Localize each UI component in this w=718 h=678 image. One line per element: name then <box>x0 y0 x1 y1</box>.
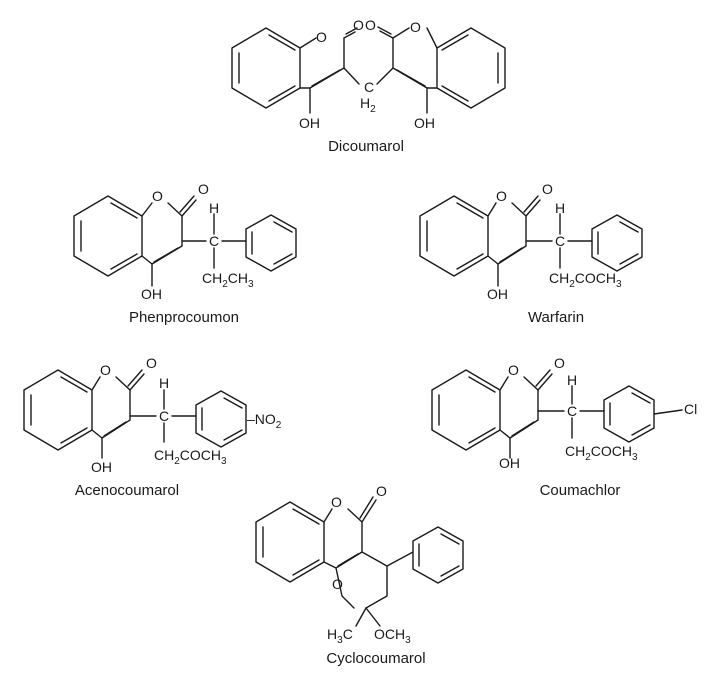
cyclocoumarol-methyl-a: H <box>327 626 337 642</box>
coumachlor-ring-o: O <box>508 362 519 378</box>
coumachlor-cl: Cl <box>684 401 697 417</box>
coumachlor-h: H <box>567 372 577 388</box>
phenprocoumon-c: C <box>209 233 219 249</box>
cyclocoumarol-ring-o: O <box>331 494 342 510</box>
acenocoumarol-side-chain-sub3: 3 <box>221 456 227 467</box>
phenprocoumon-ethyl-b: CH <box>228 270 248 286</box>
compound-name-warfarin: Warfarin <box>528 309 584 326</box>
dicoumarol-bridge-h: H2 <box>360 95 376 115</box>
coumachlor-side-chain-sub3: 3 <box>632 452 638 463</box>
acenocoumarol-nitro-a: NO <box>255 411 276 427</box>
acenocoumarol-side-chain-a: CH <box>154 447 174 463</box>
phenprocoumon-ethyl: CH2CH3 <box>202 270 254 290</box>
coumachlor-c: C <box>567 403 577 419</box>
compound-name-phenprocoumon: Phenprocoumon <box>129 309 239 326</box>
warfarin-side-chain-a: CH <box>549 270 569 286</box>
acenocoumarol-nitro: –NO2 <box>247 411 282 431</box>
cyclocoumarol-carbonyl-o: O <box>376 483 387 499</box>
coumachlor-side-chain: CH2COCH3 <box>565 443 638 463</box>
acenocoumarol-carbonyl-o: O <box>146 355 157 371</box>
acenocoumarol-ring-o: O <box>100 362 111 378</box>
phenprocoumon-h: H <box>209 200 219 216</box>
cyclocoumarol-methoxy-sub3: 3 <box>405 635 411 646</box>
dicoumarol-bridge-h-text: H <box>360 95 370 111</box>
acenocoumarol-nitro-sub2: 2 <box>276 420 282 431</box>
warfarin-carbonyl-o: O <box>542 181 553 197</box>
acenocoumarol-nitro-dash: – <box>247 411 255 427</box>
acenocoumarol-c: C <box>159 408 169 424</box>
acenocoumarol-h: H <box>159 375 169 391</box>
phenprocoumon-oh: OH <box>141 286 162 302</box>
dicoumarol-ring-o-left: O <box>316 29 327 45</box>
compound-name-dicoumarol: Dicoumarol <box>328 138 404 155</box>
dicoumarol-carbonyl-o-right: O <box>365 17 376 33</box>
dicoumarol-bridge-h-sub: 2 <box>370 104 376 115</box>
dicoumarol-oh-left: OH <box>299 115 320 131</box>
warfarin-ring-o: O <box>496 188 507 204</box>
dicoumarol-ring-o-right: O <box>410 19 421 35</box>
cyclocoumarol-pyran-o: O <box>332 576 343 592</box>
phenprocoumon-structure: O O H C CH2CH3 OH Phenprocoumon <box>73 181 297 326</box>
warfarin-side-chain-b: COCH <box>575 270 616 286</box>
cyclocoumarol-methyl: H3C <box>327 626 353 646</box>
acenocoumarol-side-chain-b: COCH <box>180 447 221 463</box>
dicoumarol-bridge-c: C <box>364 79 374 95</box>
cyclocoumarol-methyl-sub3: 3 <box>337 635 343 646</box>
warfarin-side-chain-sub3: 3 <box>616 279 622 290</box>
acenocoumarol-side-chain-sub2: 2 <box>174 456 180 467</box>
coumachlor-carbonyl-o: O <box>554 355 565 371</box>
coumachlor-oh: OH <box>499 455 520 471</box>
phenprocoumon-ethyl-sub3: 3 <box>248 279 254 290</box>
cyclocoumarol-methoxy: OCH3 <box>374 626 411 646</box>
phenprocoumon-ethyl-a: CH <box>202 270 222 286</box>
warfarin-h: H <box>555 200 565 216</box>
coumachlor-side-chain-b: COCH <box>591 443 632 459</box>
acenocoumarol-oh: OH <box>91 459 112 475</box>
warfarin-side-chain-sub2: 2 <box>569 279 575 290</box>
dicoumarol-oh-right: OH <box>414 115 435 131</box>
warfarin-structure: O O H C CH2COCH3 OH Warfarin <box>419 181 643 326</box>
coumachlor-side-chain-sub2: 2 <box>585 452 591 463</box>
phenprocoumon-ethyl-sub2: 2 <box>222 279 228 290</box>
coumachlor-structure: O O H C Cl CH2COCH3 OH Coumachlor <box>431 355 697 499</box>
warfarin-side-chain: CH2COCH3 <box>549 270 622 290</box>
coumachlor-side-chain-a: CH <box>565 443 585 459</box>
cyclocoumarol-structure: O O O H3C OCH3 Cyclocoumarol <box>255 483 464 667</box>
compound-name-acenocoumarol: Acenocoumarol <box>75 482 179 499</box>
dicoumarol-carbonyl-o-left: O <box>353 17 364 33</box>
phenprocoumon-ring-o: O <box>152 188 163 204</box>
acenocoumarol-side-chain: CH2COCH3 <box>154 447 227 467</box>
cyclocoumarol-methyl-b: C <box>343 626 353 642</box>
acenocoumarol-structure: O O H C –NO2 CH2COCH3 OH Acenocoumarol <box>23 355 282 499</box>
cyclocoumarol-methoxy-a: OCH <box>374 626 405 642</box>
warfarin-c: C <box>555 233 565 249</box>
compound-name-coumachlor: Coumachlor <box>540 482 621 499</box>
compound-name-cyclocoumarol: Cyclocoumarol <box>326 650 425 667</box>
phenprocoumon-carbonyl-o: O <box>198 181 209 197</box>
dicoumarol-structure: O O O O C H2 OH OH Dicoumarol <box>231 17 506 155</box>
warfarin-oh: OH <box>487 286 508 302</box>
